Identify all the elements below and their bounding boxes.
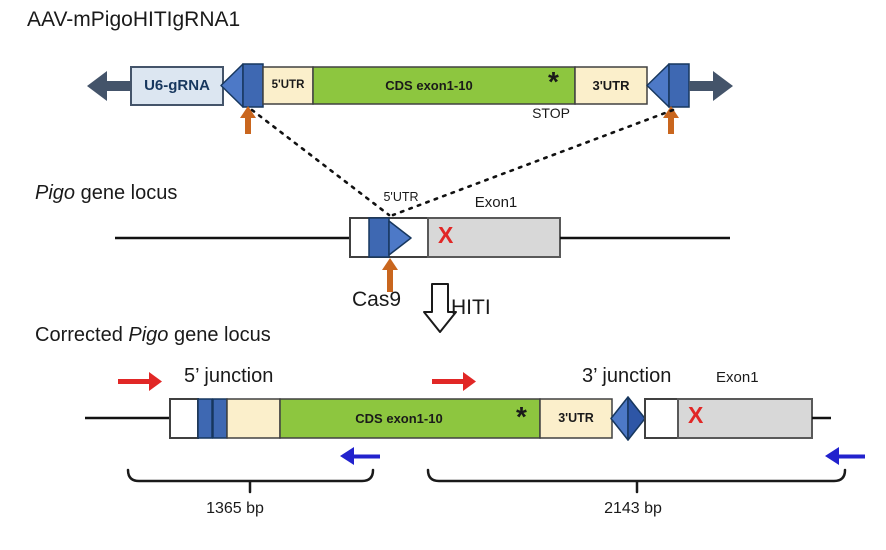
stop-label: STOP [532,105,570,121]
junction5-label: 5’ junction [184,365,274,387]
itr-left-arrow [87,71,133,101]
forward-primer-arrow-2 [432,372,476,391]
corrected-left-white-box [169,398,199,439]
reverse-primer-arrow-2 [825,447,865,465]
corrected-target-diamond-right [627,396,646,441]
locus-target-bar [368,217,390,258]
corrected-target-diamond-left [610,396,629,441]
exon1-label-corrected: Exon1 [716,369,759,386]
corrected-locus-title: Corrected Pigo gene locus [35,324,271,347]
stop-codon-asterisk-aav: * [548,66,559,97]
corrected-cds-box [279,398,541,439]
exon1-label-locus: Exon1 [474,194,518,211]
integration-dotted-line-left [250,108,391,217]
pigo-locus-title: Pigo gene locus [35,182,177,205]
locus-target-triangle [388,220,412,256]
u6-grna-label: U6-gRNA [144,77,210,94]
corrected-gene-name: Pigo [128,324,169,346]
amplicon-3prime-size-label: 2143 bp [604,500,662,517]
corrected-right-white-box [644,398,679,439]
mutation-x-corrected: X [688,402,704,428]
corrected-target-bar-1 [197,398,213,439]
itr-right-arrow [689,71,733,101]
reverse-primer-arrow-1 [340,447,380,465]
cds-label-corrected: CDS exon1-10 [355,411,443,426]
cas9-label: Cas9 [352,288,402,311]
grna-target-left-bar [242,63,264,108]
utr5-label-aav: 5'UTR [271,79,305,91]
junction3-label: 3’ junction [582,365,672,387]
corrected-title-prefix: Corrected [35,324,129,346]
grna-target-right-bar [668,63,690,108]
stop-codon-asterisk-corrected: * [516,401,527,432]
utr3-label-aav: 3'UTR [592,78,630,93]
cut-site-arrow-left [240,106,256,134]
hiti-process-arrow [423,283,457,333]
hiti-label: HITI [451,296,491,319]
corrected-utr3-box [539,398,613,439]
corrected-target-bar-2 [212,398,228,439]
mutation-x-locus: X [438,222,454,248]
pigo-gene-name: Pigo [35,182,76,204]
cut-site-arrow-right [663,106,679,134]
pigo-locus-title-suffix: gene locus [75,182,178,204]
amplicon-5prime-size-label: 1365 bp [206,500,264,517]
utr5-label-locus: 5'UTR [383,190,419,204]
utr3-label-corrected: 3'UTR [558,411,594,425]
utr3-box-aav [574,66,648,105]
cds-label-aav: CDS exon1-10 [385,78,473,93]
corrected-title-suffix: gene locus [168,324,271,346]
amplicon-bracket-5prime [126,468,375,494]
diagram-title: AAV-mPigoHITIgRNA1 [27,8,241,31]
grna-target-left-triangle [220,63,244,108]
grna-target-right-triangle [646,63,670,108]
corrected-utr5-box [226,398,281,439]
amplicon-bracket-3prime [426,468,847,494]
forward-primer-arrow-1 [118,372,162,391]
cas9-cut-arrow [382,258,398,292]
